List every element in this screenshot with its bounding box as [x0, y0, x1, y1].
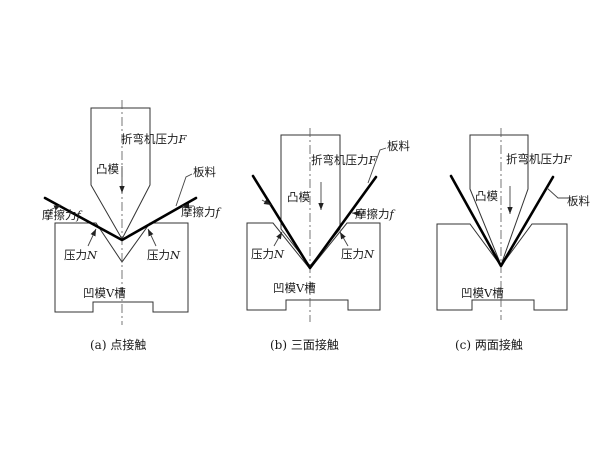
caption-a: (a) 点接触: [90, 337, 146, 352]
punch-label-c: 凸模: [475, 189, 498, 203]
friction-label-b: 摩擦力f: [355, 207, 396, 221]
die-b: [246, 222, 381, 311]
normal-arrow-right-a: [147, 228, 157, 247]
die-label-b: 凹模V槽: [273, 281, 316, 295]
punch-c: [469, 134, 529, 267]
normal-arrow-right-b: [339, 231, 349, 247]
normal-label-right-b: 压力N: [341, 247, 375, 261]
die-label-c: 凹模V槽: [461, 286, 504, 300]
panel-b: 折弯机压力F 凸模 板料 摩擦力f 压力N 压力N 凹模V槽 (b) 三面接触: [246, 128, 410, 352]
caption-b: (b) 三面接触: [270, 337, 339, 352]
sheet-b: [251, 174, 378, 270]
normal-label-right-a: 压力N: [147, 248, 181, 262]
sheet-label-b: 板料: [387, 139, 410, 153]
force-label-c: 折弯机压力F: [506, 152, 573, 166]
force-label-b: 折弯机压力F: [311, 153, 378, 167]
sheet-label-a: 板料: [193, 165, 216, 179]
sheet-leader-a: [175, 173, 193, 207]
friction-label-left-a: 摩擦力f: [42, 208, 83, 222]
sheet-label-c: 板料: [567, 194, 590, 208]
sheet-a: [43, 196, 198, 242]
friction-arrow-left-a: [49, 204, 62, 211]
panel-a: 折弯机压力F 凸模 板料 摩擦力f 摩擦力f 压力N 压力N 凹模V槽 (a) …: [42, 100, 222, 352]
caption-c: (c) 两面接触: [455, 337, 523, 352]
sheet-leader-b: [367, 147, 387, 184]
stub-arrow-b: [261, 199, 272, 206]
die-label-a: 凹模V槽: [83, 286, 126, 300]
sheet-leader-c: [546, 187, 568, 199]
normal-arrow-left-b: [273, 231, 283, 247]
punch-label-a: 凸模: [96, 162, 119, 176]
friction-arrow-b: [351, 210, 367, 217]
normal-label-left-b: 压力N: [251, 247, 285, 261]
panel-c: 折弯机压力F 凸模 板料 凹模V槽 (c) 两面接触: [436, 128, 590, 352]
sheet-c: [449, 174, 555, 268]
punch-label-b: 凸模: [287, 190, 310, 204]
normal-label-left-a: 压力N: [64, 248, 98, 262]
force-label-a: 折弯机压力F: [121, 132, 188, 146]
friction-label-right-a: 摩擦力f: [181, 205, 222, 219]
normal-arrow-left-a: [87, 228, 97, 247]
punch-a: [90, 107, 151, 241]
